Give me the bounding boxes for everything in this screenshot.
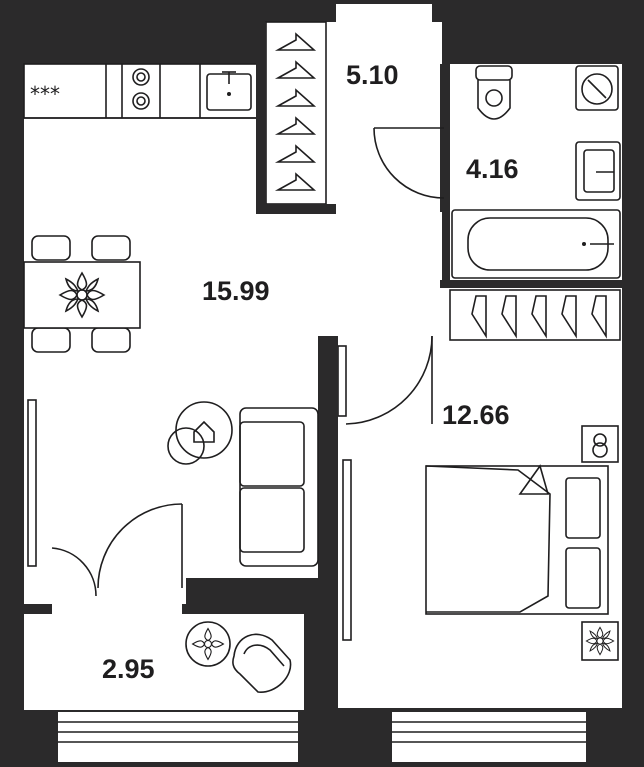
window-balcony (58, 712, 298, 762)
sofa-icon (239, 407, 319, 567)
area-label-bedroom: 12.66 (442, 400, 510, 430)
bath-sink-icon (575, 141, 621, 201)
sink-icon (206, 71, 252, 111)
window-living-left (27, 399, 37, 567)
hallway-left-wall (256, 22, 266, 212)
stove-icon: *** (30, 82, 60, 106)
bedroom-door[interactable] (345, 335, 433, 425)
bathtub-icon (451, 209, 621, 279)
balcony-door-opening (52, 580, 182, 620)
room-living-kitchen[interactable] (24, 64, 442, 604)
svg-text:***: *** (30, 82, 60, 106)
washing-machine-icon (575, 65, 619, 111)
kitchen-counter: *** (23, 63, 263, 119)
window-bedroom-top (337, 345, 347, 417)
window-bedroom-left (342, 459, 352, 641)
area-label-hallway: 5.10 (346, 60, 399, 90)
toilet-icon (475, 65, 513, 120)
hob-icon (132, 68, 150, 110)
bathroom-door[interactable] (373, 127, 445, 199)
nightstand-icon (581, 425, 619, 463)
wardrobe-hangers-icon (274, 32, 317, 191)
window-bedroom (392, 712, 586, 762)
entrance-opening (336, 4, 432, 24)
lounge-chair-icon (185, 621, 292, 693)
flower-icon (585, 626, 615, 656)
area-label-bathroom: 4.16 (466, 154, 519, 184)
area-label-living-kitchen: 15.99 (202, 276, 270, 306)
area-label-balcony: 2.95 (102, 654, 155, 684)
hallway-wall (440, 64, 450, 212)
room-balcony[interactable] (24, 614, 304, 710)
bathroom-bottom-wall (440, 280, 622, 288)
wardrobe-hallway (265, 21, 327, 205)
flower-icon (191, 627, 225, 661)
wardrobe-bedroom (449, 289, 621, 341)
hallway-bottom-wall (256, 204, 336, 214)
armchair-icon (167, 401, 233, 465)
flower-icon (58, 271, 106, 319)
corridor (336, 212, 442, 352)
balcony-door[interactable] (51, 503, 183, 597)
bedroom-left-wall (318, 336, 338, 710)
wardrobe-hangers-icon (471, 295, 607, 339)
bed-icon (425, 464, 609, 615)
